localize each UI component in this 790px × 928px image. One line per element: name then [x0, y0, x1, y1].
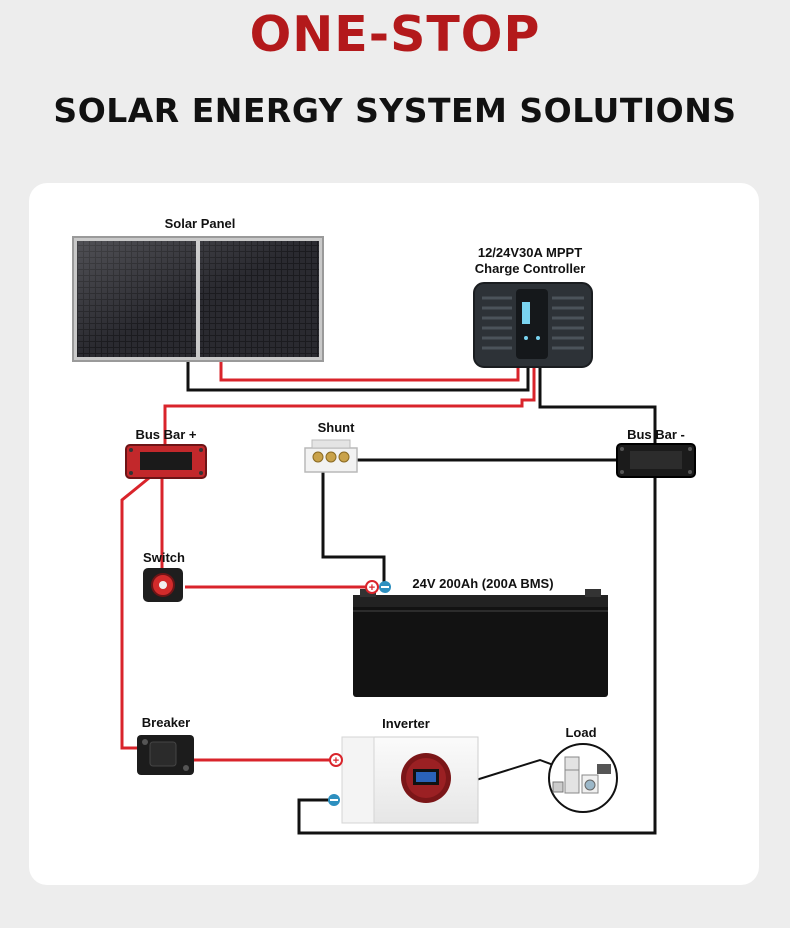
inverter-positive-terminal: +: [329, 753, 343, 767]
load-label: Load: [565, 725, 597, 740]
switch-label: Switch: [143, 550, 185, 565]
charge-controller: [473, 282, 593, 368]
inverter-negative-terminal: [328, 794, 340, 806]
battery: [353, 589, 608, 697]
inverter-label: Inverter: [382, 716, 430, 731]
charge-controller-label-line2: Charge Controller: [474, 261, 586, 276]
svg-text:+: +: [333, 755, 339, 767]
bus-bar-positive: [125, 444, 207, 479]
solar-panel-label: Solar Panel: [164, 216, 236, 231]
charge-controller-label: 12/24V30A MPPT Charge Controller: [460, 245, 600, 277]
inverter-load-wire: [475, 758, 557, 781]
shunt: [304, 439, 358, 473]
breaker-label: Breaker: [141, 715, 191, 730]
bus-bar-negative: [616, 443, 696, 478]
battery-negative-terminal: [379, 581, 391, 593]
charge-controller-label-line1: 12/24V30A MPPT: [477, 245, 583, 260]
bus-bar-positive-label: Bus Bar +: [135, 427, 197, 442]
positive-wires: [120, 360, 536, 762]
page-subtitle: SOLAR ENERGY SYSTEM SOLUTIONS: [53, 91, 737, 130]
breaker: [137, 735, 194, 775]
switch: [143, 568, 183, 602]
svg-text:+: +: [369, 582, 375, 594]
negative-wires: [186, 360, 657, 835]
bus-bar-negative-label: Bus Bar -: [627, 427, 685, 442]
inverter: [341, 736, 479, 824]
shunt-label: Shunt: [317, 420, 355, 435]
solar-panel: [72, 236, 324, 362]
battery-positive-terminal: +: [365, 580, 379, 594]
battery-label: 24V 200Ah (200A BMS): [412, 576, 554, 591]
page-title: ONE-STOP: [249, 6, 541, 63]
load-appliances: [548, 743, 618, 813]
